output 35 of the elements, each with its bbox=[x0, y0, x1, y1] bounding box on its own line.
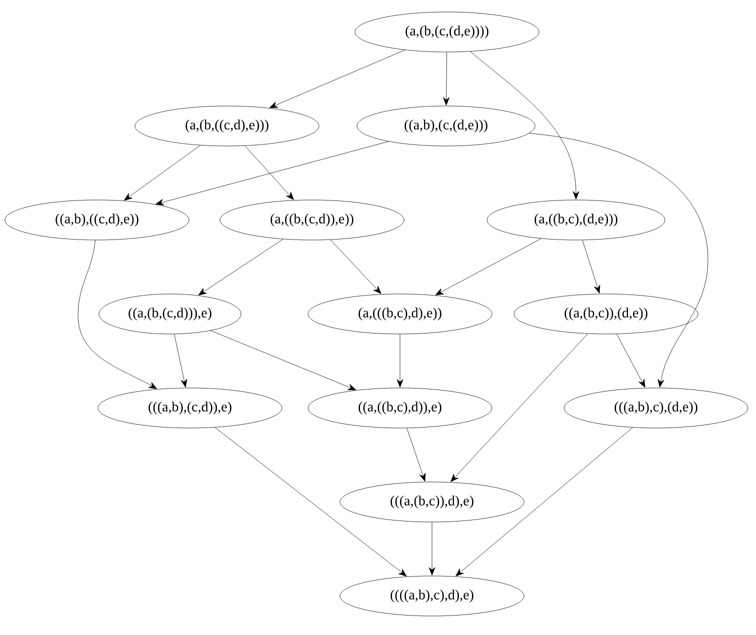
arrow bbox=[406, 428, 426, 482]
ellipse-node: ((a,((b,c),d)),e) bbox=[308, 388, 492, 428]
arrow bbox=[582, 240, 600, 294]
ellipse-node: (((a,b),(c,d)),e) bbox=[98, 388, 282, 428]
ellipse-node: ((a,(b,c)),(d,e)) bbox=[514, 294, 698, 334]
arrow bbox=[78, 240, 158, 390]
ellipse-node: (a,((b,(c,d)),e)) bbox=[220, 200, 404, 240]
arrow bbox=[210, 330, 356, 390]
ellipse-node: (a,(((b,c),d),e)) bbox=[308, 294, 492, 334]
ellipse-node: (a,((b,c),(d,e))) bbox=[486, 200, 666, 240]
arrow bbox=[214, 427, 407, 576]
arrow bbox=[174, 334, 188, 388]
arrow bbox=[198, 238, 284, 296]
arrow bbox=[156, 141, 389, 206]
ellipse-node: (((a,(b,c)),d),e) bbox=[340, 482, 524, 522]
arrow bbox=[396, 334, 404, 388]
arrow bbox=[450, 334, 588, 482]
arrow bbox=[428, 522, 436, 576]
ellipse-node: ((a,b),((c,d),e)) bbox=[4, 200, 190, 240]
ellipse-node: ((a,b),(c,(d,e))) bbox=[356, 106, 536, 146]
ellipse-node: (a,(b,(c,(d,e)))) bbox=[354, 12, 540, 52]
arrow bbox=[269, 50, 406, 108]
arrow bbox=[330, 240, 382, 294]
ellipse-node: ((a,(b,(c,d))),e) bbox=[98, 294, 242, 334]
arrow bbox=[470, 51, 580, 200]
ellipse-node: (a,(b,((c,d),e))) bbox=[134, 106, 320, 146]
arrow bbox=[443, 52, 450, 106]
arrow bbox=[124, 145, 200, 201]
ellipse-node: (((a,b),c),(d,e)) bbox=[564, 388, 748, 428]
arrow bbox=[616, 334, 646, 388]
arrow bbox=[435, 238, 542, 296]
arrow bbox=[244, 146, 294, 200]
ellipse-node: ((((a,b),c),d),e) bbox=[340, 576, 524, 616]
arrow bbox=[529, 133, 708, 388]
arrow bbox=[456, 427, 633, 576]
